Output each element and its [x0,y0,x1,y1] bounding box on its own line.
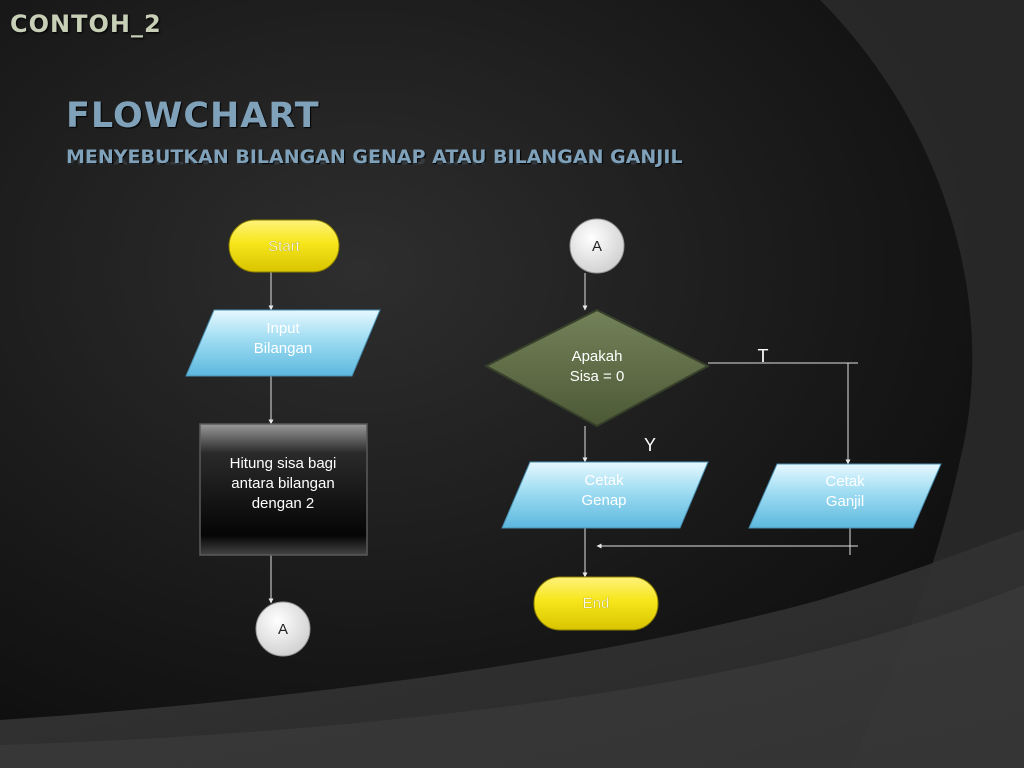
slide-corner-label: CONTOH_2 [10,10,162,38]
process-label-line-2: antara bilangan [231,475,334,492]
arrow-decision-to-odd [708,362,851,465]
decision-diamond: Apakah Sisa = 0 [483,308,711,428]
output-odd-line-2: Ganjil [826,493,864,510]
input-label-line-1: Input [266,320,300,337]
start-label: Start [268,238,301,255]
connector-in-label: A [592,238,602,255]
decision-label-line-2: Sisa = 0 [570,368,625,385]
process-label-line-1: Hitung sisa bagi [230,455,337,472]
output-even-shape: Cetak Genap [501,461,709,529]
end-terminal: End [533,576,659,631]
input-shape: Input Bilangan [185,309,381,377]
output-odd-line-1: Cetak [825,473,865,490]
decision-label-line-1: Apakah [572,348,623,365]
slide-subtitle: MENYEBUTKAN BILANGAN GENAP ATAU BILANGAN… [66,146,683,168]
slide-title: FLOWCHART [66,96,320,136]
flow-connectors [268,272,858,604]
end-label: End [583,595,610,612]
branch-false-label: T [758,346,769,366]
process-label-line-3: dengan 2 [252,495,315,512]
output-odd-shape: Cetak Ganjil [748,463,942,529]
output-even-line-2: Genap [581,492,626,509]
process-box: Hitung sisa bagi antara bilangan dengan … [199,423,368,556]
connector-out: A [255,601,311,657]
start-terminal: Start [228,219,340,273]
output-even-line-1: Cetak [584,472,624,489]
connector-out-label: A [278,621,288,638]
connector-in: A [569,218,625,274]
branch-true-label: Y [644,435,656,455]
input-label-line-2: Bilangan [254,340,312,357]
